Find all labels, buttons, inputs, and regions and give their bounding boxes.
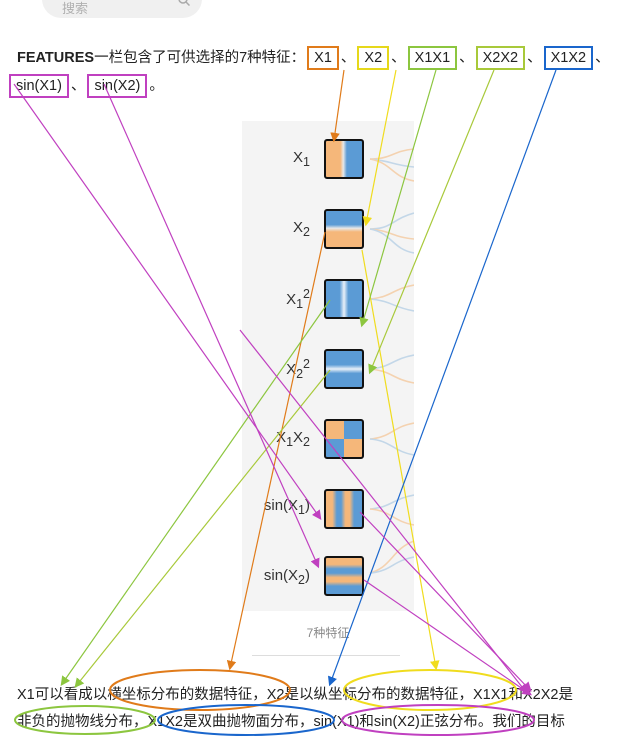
tag-x2x2: X2X2: [475, 46, 526, 70]
tag-sin-x2: sin(X2): [87, 74, 148, 98]
arrow-x1x1-text: [60, 299, 331, 686]
panel-caption: 7种特征: [306, 626, 350, 640]
feature-label-x2-squared: X22: [286, 357, 310, 381]
feature-label-x1x2: X1X2: [276, 429, 310, 449]
separator: 、: [70, 78, 86, 94]
arrow-sin-x2-text: [363, 579, 532, 696]
arrow-x2-text: [361, 249, 440, 671]
search-box[interactable]: 搜索: [42, 0, 202, 18]
explanation-paragraph: X1可以看成以横坐标分布的数据特征，X2是以纵坐标分布的数据特征，X1X1和X2…: [17, 687, 573, 730]
ellipse-parabola: [14, 705, 156, 735]
feature-label-x2: X2: [293, 219, 310, 239]
separator: 、: [391, 50, 406, 66]
arrow-x2x2-text: [74, 369, 331, 688]
period: 。: [149, 78, 164, 94]
tag-x1: X1: [307, 46, 339, 70]
highlight-vertical: 纵坐标分布的数据特征: [313, 687, 459, 703]
tag-sin-x1: sin(X1): [9, 74, 69, 98]
highlight-hyperbolic: X1X2是双曲抛物面分布: [147, 714, 299, 730]
arrow-x1-text: [226, 231, 326, 671]
feature-label-x1-squared: X12: [286, 287, 310, 311]
separator: 、: [340, 50, 356, 66]
feature-tile-x1-squared[interactable]: [324, 279, 364, 319]
arrow-sin-x1-text: [359, 511, 532, 692]
separator: 、: [595, 50, 610, 66]
tag-x2: X2: [357, 46, 390, 70]
features-panel: X1 X2 X12 X22 X1X2 sin(X1) sin(X2): [242, 121, 414, 611]
intro-lead: 一栏包含了可供选择的7种特征：: [94, 50, 306, 66]
search-input[interactable]: 搜索: [62, 1, 89, 16]
tag-x1x1: X1X1: [407, 46, 458, 70]
feature-label-x1: X1: [293, 149, 310, 169]
tag-x1x2: X1X2: [543, 46, 594, 70]
separator: 、: [459, 50, 474, 66]
connection-lines: [369, 148, 414, 574]
arrow-x1x2: [327, 69, 557, 687]
arrow-x2x2-tile: [368, 69, 495, 375]
intro-text: FEATURES一栏包含了可供选择的7种特征：X1、X2、X1X1、X2X2、X…: [9, 44, 627, 100]
ellipse-horizontal: [109, 669, 291, 711]
search-icon[interactable]: [178, 0, 190, 6]
feature-label-sin-x2: sin(X2): [263, 567, 310, 587]
highlight-horizontal: 横坐标分布的数据特征: [107, 687, 253, 703]
features-keyword: FEATURES: [17, 50, 95, 66]
arrow-sin-x1-text-2: [239, 329, 528, 694]
arrow-x1x1-tile: [359, 69, 437, 328]
arrow-sin-x2-tile: [103, 83, 320, 569]
separator: 、: [527, 50, 542, 66]
feature-tile-x2-squared[interactable]: [324, 349, 364, 389]
highlight-sine: sin(X1)和sin(X2)正弦分布: [313, 714, 478, 730]
feature-tile-x1[interactable]: [324, 139, 364, 179]
arrow-sin-x1-tile: [13, 83, 322, 520]
arrow-x2-tile: [362, 69, 397, 227]
divider: [252, 655, 400, 656]
feature-tile-sin-x2[interactable]: [324, 556, 364, 596]
highlight-parabola: 非负的抛物线分布: [17, 714, 133, 730]
ellipse-sine: [341, 704, 535, 736]
ellipse-vertical: [343, 669, 517, 711]
feature-tile-sin-x1[interactable]: [324, 489, 364, 529]
arrow-x1-tile: [330, 69, 345, 143]
ellipse-hyperbolic: [157, 704, 335, 736]
feature-tile-x1x2[interactable]: [324, 419, 364, 459]
feature-tile-x2[interactable]: [324, 209, 364, 249]
